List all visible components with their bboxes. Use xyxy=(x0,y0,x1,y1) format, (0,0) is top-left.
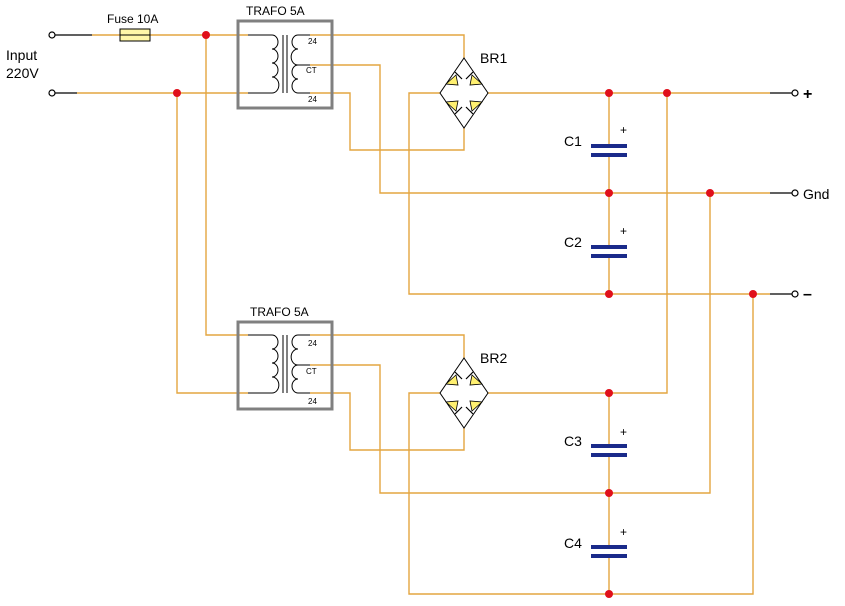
output-terminal-negative xyxy=(791,290,799,298)
trafo2-tap-bottom: 24 xyxy=(308,397,317,406)
wires xyxy=(77,34,770,595)
c4-polarity: + xyxy=(620,525,627,539)
bridge-rectifier-1 xyxy=(439,57,489,129)
c4-label: C4 xyxy=(564,535,582,551)
trafo2-tap-top: 24 xyxy=(308,339,317,348)
transformer-2: 24 CT 24 TRAFO 5A xyxy=(236,305,334,411)
bridge-rectifier-2 xyxy=(439,357,489,429)
capacitor-c1: C1 + xyxy=(564,123,627,157)
trafo2-tap-ct: CT xyxy=(306,367,317,376)
junctions xyxy=(173,31,757,598)
c2-polarity: + xyxy=(620,224,627,238)
c1-label: C1 xyxy=(564,133,582,149)
output-negative-label: – xyxy=(803,286,812,303)
output-positive-label: + xyxy=(803,86,812,103)
c1-polarity: + xyxy=(620,123,627,137)
input-terminal-top xyxy=(48,31,56,39)
input-terminal-bottom xyxy=(48,89,56,97)
fuse: Fuse 10A xyxy=(107,12,158,42)
bridge1-label: BR1 xyxy=(480,50,507,66)
c3-label: C3 xyxy=(564,433,582,449)
capacitor-c4: C4 + xyxy=(564,525,627,558)
output-terminal-positive xyxy=(791,89,799,97)
capacitor-c3: C3 + xyxy=(564,425,627,457)
c2-label: C2 xyxy=(564,234,582,250)
trafo2-label: TRAFO 5A xyxy=(250,305,309,319)
trafo1-tap-top: 24 xyxy=(308,37,317,46)
transformer-1: 24 CT 24 TRAFO 5A xyxy=(236,4,334,110)
c3-polarity: + xyxy=(620,425,627,439)
fuse-label: Fuse 10A xyxy=(107,12,158,26)
output-terminal-ground xyxy=(791,189,799,197)
input-voltage: 220V xyxy=(6,65,39,81)
bridge2-label: BR2 xyxy=(480,350,507,366)
capacitor-c2: C2 + xyxy=(564,224,627,258)
terminal-leads xyxy=(48,31,799,298)
trafo1-tap-bottom: 24 xyxy=(308,95,317,104)
trafo1-tap-ct: CT xyxy=(306,66,317,75)
input-label: Input xyxy=(6,47,37,63)
output-ground-label: Gnd xyxy=(803,186,829,202)
trafo1-label: TRAFO 5A xyxy=(246,4,305,18)
